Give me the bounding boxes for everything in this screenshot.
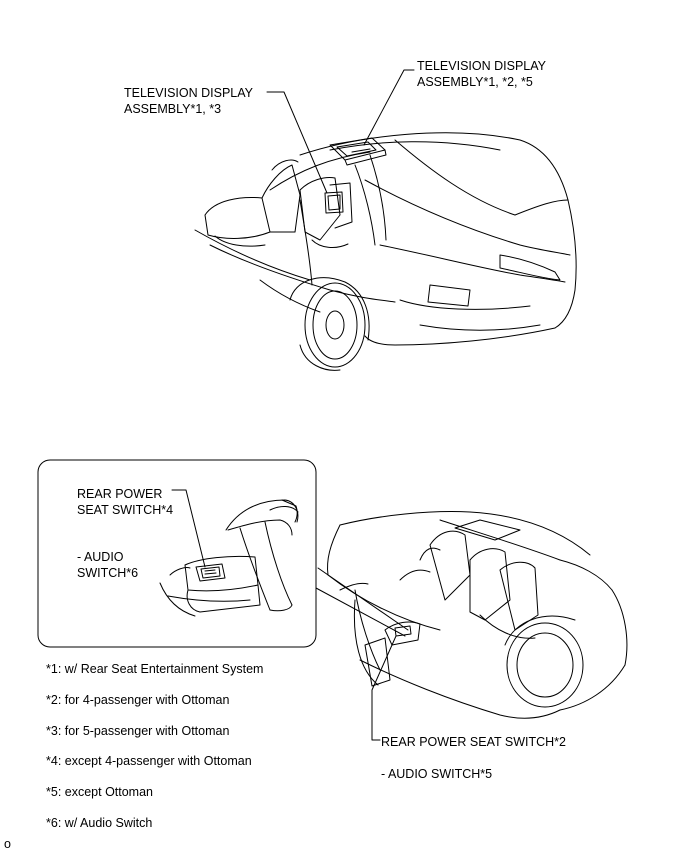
label-left-tv-line1: TELEVISION DISPLAY [124,86,253,100]
page-marker: o [4,837,11,851]
label-bottom-audio: - AUDIO SWITCH*5 [381,767,493,781]
inset-label-audio-line1: - AUDIO [77,550,124,564]
leader-line-left-tv [266,91,328,194]
label-right-tv-line2: ASSEMBLY*1, *2, *5 [417,75,533,89]
bottom-car-illustration [327,511,628,719]
inset-label-audio-line2: SWITCH*6 [77,566,139,580]
footnote-4: *4: except 4-passenger with Ottoman [46,754,252,768]
footnote-5: *5: except Ottoman [46,785,154,799]
footnote-1: *1: w/ Rear Seat Entertainment System [46,662,264,676]
footnote-3: *3: for 5-passenger with Ottoman [46,724,230,738]
leader-line-inset-switch [171,489,206,568]
inset-seat-illustration [159,499,299,617]
footnote-6: *6: w/ Audio Switch [46,816,153,830]
inset-pointer [315,567,409,637]
inset-label-switch-line1: REAR POWER [77,487,163,501]
leader-line-right-tv [363,69,415,146]
label-bottom-switch: REAR POWER SEAT SWITCH*2 [381,735,566,749]
label-right-tv-line1: TELEVISION DISPLAY [417,59,546,73]
footnote-2: *2: for 4-passenger with Ottoman [46,693,230,707]
inset-label-switch-line2: SEAT SWITCH*4 [77,503,174,517]
label-left-tv-line2: ASSEMBLY*1, *3 [124,102,222,116]
leader-line-bottom-switch [371,635,397,741]
top-car-illustration [194,132,577,371]
inset-frame [37,459,317,648]
